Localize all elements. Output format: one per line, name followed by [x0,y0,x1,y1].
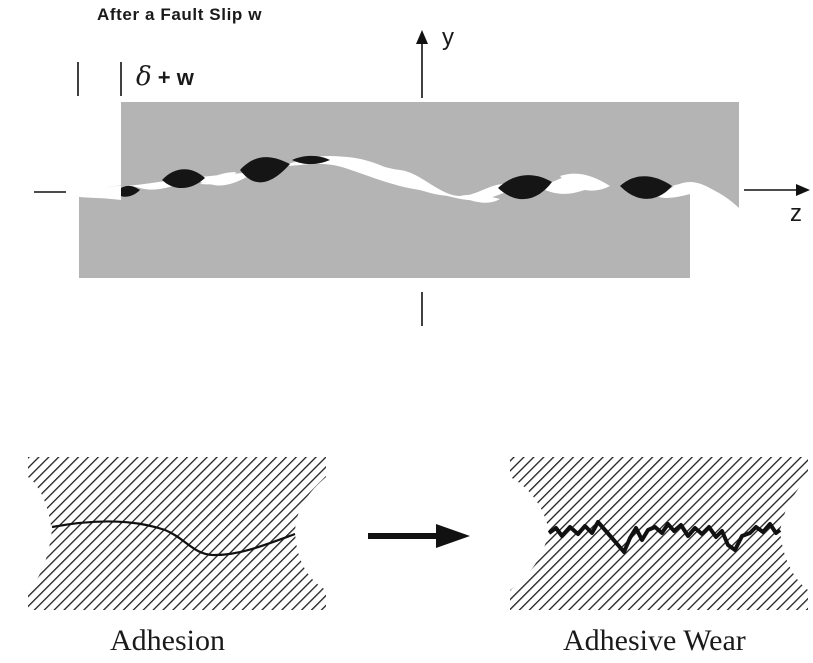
adhesion-upper-body [28,457,326,535]
z-axis-label: z [790,200,802,227]
contact-zone-4 [292,155,330,165]
gap-white-3 [318,156,452,196]
gap-white-5 [560,173,610,191]
wear-rough-interface [547,520,782,554]
adhesion-lower-body [28,528,326,610]
adhesion-interface-line [51,520,296,557]
y-axis-arrowhead [416,30,428,44]
fault-slip-title: After a Fault Slip w [97,5,263,24]
contact-zone-5 [498,175,552,200]
gap-white-4 [460,194,500,203]
adhesive-wear-caption: Adhesive Wear [563,624,746,657]
gap-white-2 [200,172,236,185]
slip-width-label: δ + w [136,62,194,92]
z-axis-arrowhead [796,184,810,196]
gap-white-1 [79,186,121,200]
upper-block [121,102,739,208]
adhesion-caption: Adhesion [110,624,225,657]
wear-upper-body [510,457,808,533]
slip-width-suffix: + w [151,65,194,90]
contact-zone-2 [162,169,205,189]
contact-zone-3 [240,157,290,183]
gap-white-6 [672,183,739,208]
process-arrow-head [436,524,470,548]
contact-zone-1 [121,185,140,197]
wear-lower-body [510,530,808,610]
contact-zone-6 [620,176,672,199]
delta-symbol: δ [136,62,152,92]
y-axis-label: y [442,24,454,51]
